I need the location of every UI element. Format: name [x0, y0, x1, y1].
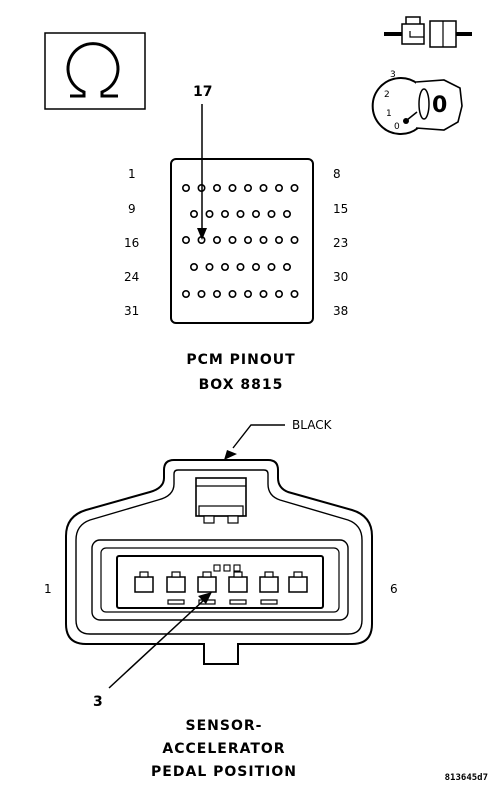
sensor-pin-callout: 3	[93, 694, 103, 710]
pcm-row3-left-label: 16	[124, 236, 139, 250]
pcm-pin-r5-c8	[290, 289, 299, 298]
sensor-connector	[65, 459, 373, 665]
pcm-row5-left-label: 31	[124, 304, 139, 318]
sensor-title-line3: PEDAL POSITION	[151, 764, 297, 780]
sensor-latch-square-2	[223, 564, 231, 572]
pcm-connector	[170, 158, 314, 324]
pcm-row3-right-label: 23	[333, 236, 348, 250]
pcm-pin-r3-c7	[274, 236, 283, 245]
pcm-pin-r2-c2	[205, 210, 214, 219]
pcm-callout-arrowhead	[197, 228, 207, 240]
pcm-title-line2: BOX 8815	[199, 377, 284, 393]
pcm-pin-r2-c3	[221, 210, 230, 219]
pcm-pin-callout: 17	[193, 84, 212, 100]
pcm-row2-left-label: 9	[128, 202, 136, 216]
sensor-callout-arrow	[108, 599, 205, 689]
pcm-pin-r4-c2	[205, 262, 214, 271]
pcm-connector-body	[170, 158, 314, 324]
pcm-pin-grid	[182, 184, 299, 298]
pcm-pin-r4-c6	[267, 262, 276, 271]
pcm-pin-r5-c6	[259, 289, 268, 298]
pcm-row2-right-label: 15	[333, 202, 348, 216]
pcm-row4-right-label: 30	[333, 270, 348, 284]
ignition-key-label: 0	[432, 93, 447, 118]
sensor-connector-outer-shell	[65, 459, 373, 665]
pcm-title-line1: PCM PINOUT	[186, 352, 295, 368]
pcm-pin-r3-c3	[213, 236, 222, 245]
ignition-position-1: 1	[386, 109, 392, 119]
figure-id: 813645d7	[445, 773, 488, 783]
pcm-pin-r3-c8	[290, 236, 299, 245]
color-callout-arrowhead	[224, 450, 237, 460]
pcm-pin-r4-c4	[236, 262, 245, 271]
pcm-pin-r1-c8	[290, 184, 299, 193]
pcm-pin-r4-c7	[282, 262, 291, 271]
sensor-connector-pin1-label: 1	[44, 582, 52, 596]
pcm-pin-r5-c5	[244, 289, 253, 298]
ignition-position-0: 0	[394, 122, 400, 132]
pcm-pin-r3-c5	[244, 236, 253, 245]
pcm-pin-r1-c7	[274, 184, 283, 193]
pcm-row1-right-label: 8	[333, 167, 341, 181]
pcm-pin-r5-c7	[274, 289, 283, 298]
pcm-pin-r3-c6	[259, 236, 268, 245]
ignition-pointer-dot	[403, 118, 409, 124]
pcm-pin-r1-c3	[213, 184, 222, 193]
sensor-cavity-2	[166, 571, 186, 605]
pcm-pin-r3-c1	[182, 236, 191, 245]
pcm-pin-r2-c1	[190, 210, 199, 219]
pcm-pin-r2-c6	[267, 210, 276, 219]
pcm-row5-right-label: 38	[333, 304, 348, 318]
sensor-connector-seal-inner	[100, 547, 340, 613]
sensor-pin-cavities	[134, 564, 308, 605]
sensor-connector-pin6-label: 6	[390, 582, 398, 596]
pcm-pin-r4-c5	[252, 262, 261, 271]
pcm-pin-r2-c4	[236, 210, 245, 219]
disconnected-connector-icon	[384, 16, 472, 48]
sensor-cavity-6	[288, 571, 308, 593]
sensor-cavity-1	[134, 571, 154, 593]
pcm-pin-r5-c1	[182, 289, 191, 298]
pcm-pin-r1-c1	[182, 184, 191, 193]
sensor-latch-square-1	[213, 564, 221, 572]
sensor-title-line2: ACCELERATOR	[162, 741, 285, 757]
sensor-callout-arrowhead	[198, 592, 212, 604]
pcm-row4-left-label: 24	[124, 270, 139, 284]
sensor-title-line1: SENSOR-	[186, 718, 263, 734]
sensor-connector-lock-tab	[195, 477, 247, 524]
pcm-pin-r1-c4	[228, 184, 237, 193]
sensor-latch-square-3	[233, 564, 241, 572]
ignition-position-2: 2	[384, 90, 390, 100]
sensor-connector-cavity-block	[116, 555, 324, 609]
connector-color-label: BLACK	[292, 418, 333, 432]
pcm-pin-r5-c2	[197, 289, 206, 298]
sensor-cavity-4	[228, 571, 248, 605]
sensor-connector-inner-shell	[75, 469, 363, 635]
pcm-pin-r4-c1	[190, 262, 199, 271]
pcm-pin-r1-c6	[259, 184, 268, 193]
pcm-pin-r5-c4	[228, 289, 237, 298]
pcm-pin-r3-c4	[228, 236, 237, 245]
ohm-icon	[66, 42, 120, 98]
pcm-pin-r2-c5	[252, 210, 261, 219]
color-callout-leader	[232, 424, 285, 449]
ignition-switch-icon: 0 3 2 1 0	[371, 70, 463, 135]
pcm-row1-left-label: 1	[128, 167, 136, 181]
ignition-position-3: 3	[390, 70, 396, 80]
pcm-pin-r4-c3	[221, 262, 230, 271]
pcm-pin-r1-c5	[244, 184, 253, 193]
pcm-pin-r2-c7	[282, 210, 291, 219]
ohmmeter-symbol-box	[44, 32, 146, 110]
sensor-cavity-5	[259, 571, 279, 605]
sensor-connector-seal	[91, 539, 349, 621]
pcm-pin-r5-c3	[213, 289, 222, 298]
